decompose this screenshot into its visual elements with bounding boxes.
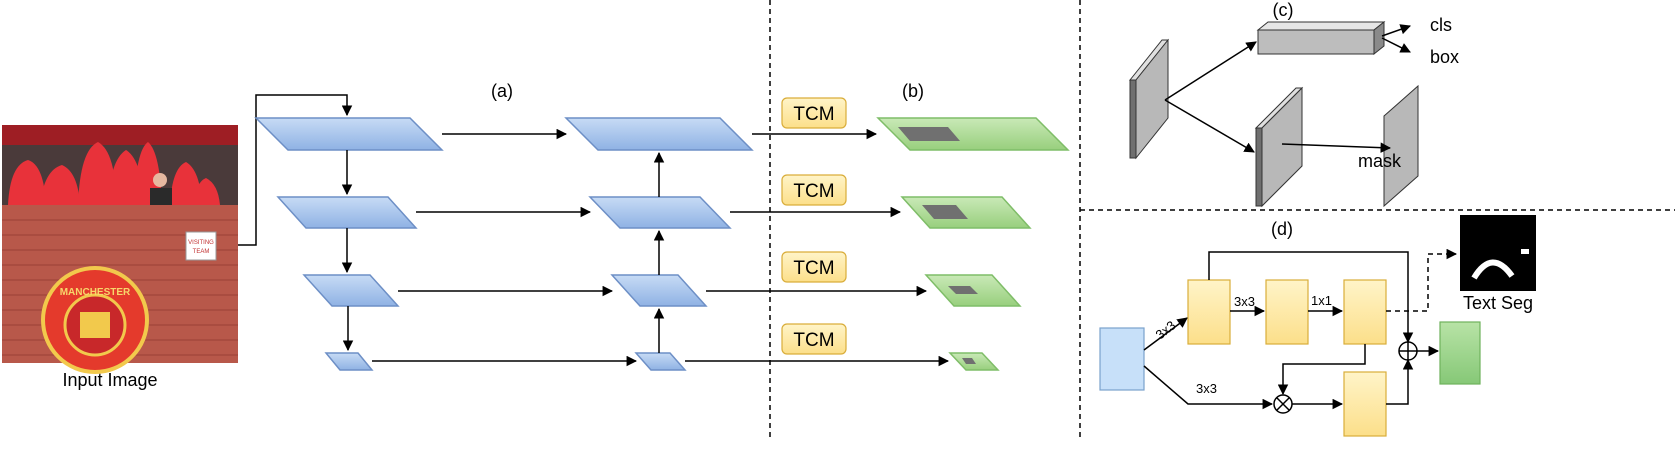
text-seg-image (1460, 215, 1536, 291)
conv-label-1x1: 1x1 (1311, 293, 1332, 308)
panel-c-label: (c) (1273, 0, 1294, 20)
seg-input-block (1099, 327, 1145, 391)
input-image-label: Input Image (62, 370, 157, 390)
tcm-label-3: TCM (793, 258, 834, 279)
output-map-1 (876, 117, 1070, 151)
box-arrow (1381, 37, 1411, 53)
seg-arrow-to-text-seg (1386, 248, 1458, 312)
fpn-level-1 (564, 117, 754, 151)
mask-output-block (1383, 84, 1419, 208)
sign-text-line2: TEAM (193, 249, 210, 255)
seg-arrow-conv3-to-mult (1277, 344, 1366, 396)
fpn-level-3 (610, 274, 708, 307)
seg-conv-block-2 (1265, 279, 1309, 345)
roi-to-fc-arrow (1164, 41, 1257, 101)
output-roi-2 (922, 205, 968, 219)
fpn-level-4 (634, 352, 687, 371)
elementwise-multiply-icon (1273, 394, 1293, 414)
input-image-photo: VISITING TEAM MANCHESTER (2, 125, 238, 374)
seg-arrow-skip-to-add (1208, 251, 1414, 344)
output-roi-3 (948, 286, 978, 294)
mask-label: mask (1358, 151, 1402, 171)
backbone-level-3 (302, 274, 400, 307)
sign-text-line1: VISITING (188, 240, 214, 246)
tcm-label-4: TCM (793, 330, 834, 351)
seg-arrow-conv4-to-add (1386, 358, 1414, 405)
backbone-level-1 (254, 117, 444, 151)
output-map-2 (900, 196, 1032, 229)
seg-arrow-input-to-conv1 (1143, 317, 1188, 351)
backbone-level-4 (324, 352, 374, 371)
tcm-box-3: TCM (781, 251, 847, 283)
mask-arrow (1281, 142, 1392, 153)
seg-arrow-input-to-mult (1143, 365, 1274, 410)
tcm-box-2: TCM (781, 174, 847, 206)
tcm-box-1: TCM (781, 97, 847, 129)
seg-conv-block-3 (1343, 279, 1387, 345)
roi-feature-block (1128, 38, 1170, 160)
cls-box-fc-block (1256, 20, 1386, 56)
seg-conv-block-4 (1343, 371, 1387, 437)
seg-conv-block-1 (1187, 279, 1231, 345)
roi-to-mask-arrow (1164, 99, 1255, 153)
panel-b-label: (b) (902, 81, 924, 101)
panel-d-label: (d) (1271, 219, 1293, 239)
conv-label-3x3-diag: 3x3 (1153, 318, 1179, 343)
output-roi-4 (962, 358, 976, 364)
cls-arrow (1381, 24, 1411, 37)
crest-text: MANCHESTER (60, 287, 131, 298)
cls-label: cls (1430, 15, 1452, 35)
conv-label-3x3-bottom: 3x3 (1196, 381, 1217, 396)
backbone-level-2 (276, 196, 418, 229)
fpn-level-2 (588, 196, 732, 229)
tcm-box-4: TCM (781, 323, 847, 355)
seg-output-block (1439, 321, 1481, 385)
mask-conv-block (1254, 86, 1304, 208)
tcm-label-1: TCM (793, 104, 834, 125)
conv-label-3x3-mid: 3x3 (1234, 294, 1255, 309)
panel-a-label: (a) (491, 81, 513, 101)
tcm-label-2: TCM (793, 181, 834, 202)
input-to-backbone-arrow (238, 94, 353, 246)
text-seg-label: Text Seg (1463, 293, 1533, 313)
elementwise-add-icon (1398, 341, 1418, 361)
output-roi-1 (898, 127, 960, 141)
box-label: box (1430, 47, 1459, 67)
